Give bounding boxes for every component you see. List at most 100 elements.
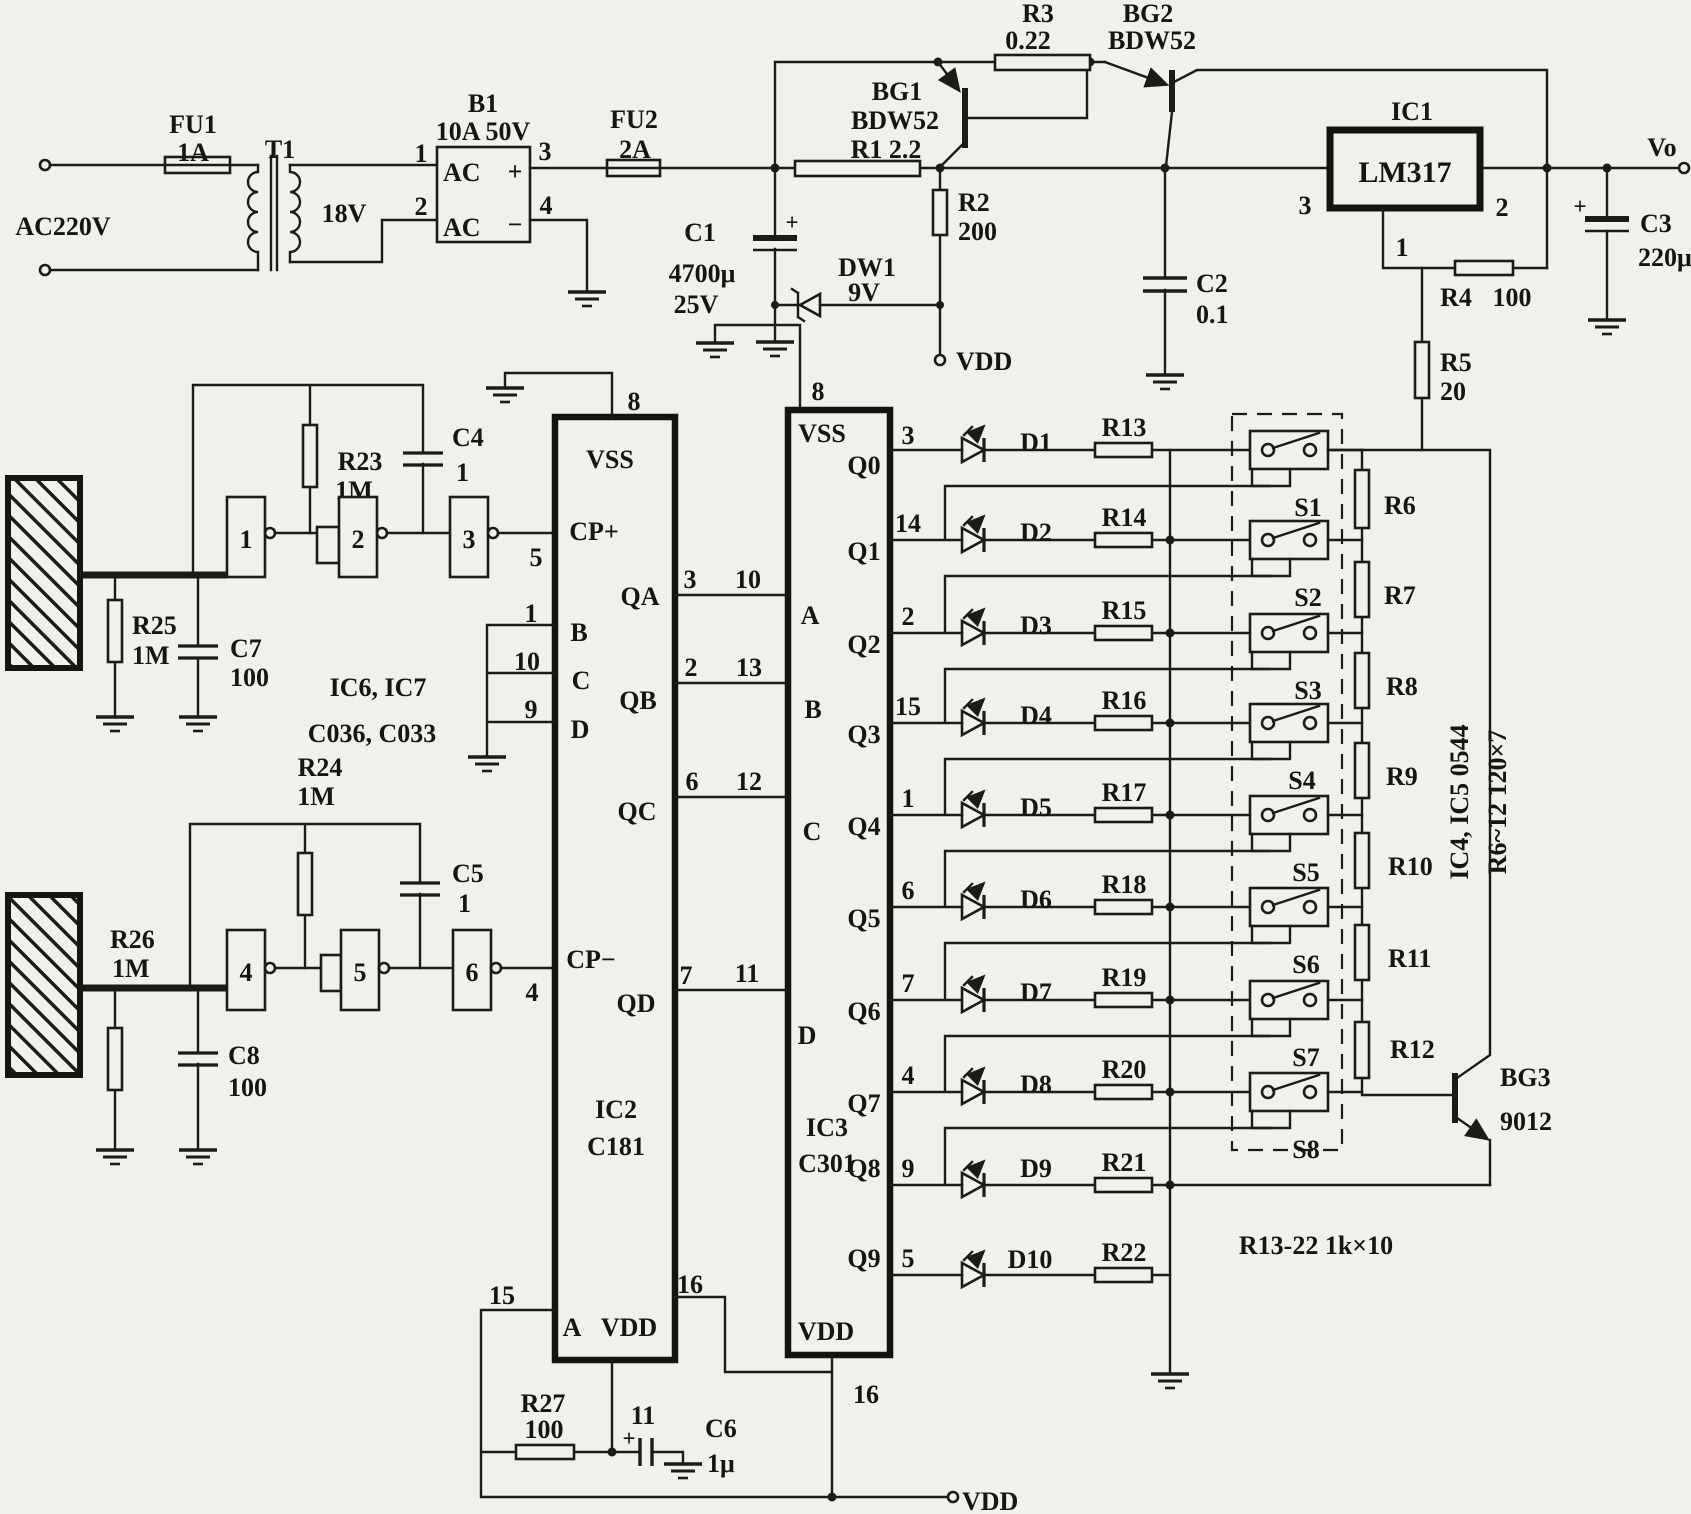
ic45-note: IC4, IC5 0544: [1445, 724, 1474, 879]
r-label: R14: [1102, 503, 1147, 532]
led-row-8: Q7 4 D8 R20: [847, 1034, 1272, 1118]
r-label: R16: [1102, 686, 1147, 715]
gate3-number: 3: [463, 525, 476, 554]
ic-link-wires: 3 10 2 13 6 12 7 11: [673, 565, 790, 992]
r3-label: R3: [1022, 0, 1054, 28]
c3-value: 220μ: [1638, 243, 1691, 272]
ic2-cp-minus: CP−: [566, 945, 615, 974]
vo-label: Vo: [1647, 133, 1676, 162]
r6-12-note: R6~12 120×7: [1483, 730, 1512, 875]
ic2-vdd: VDD: [601, 1313, 657, 1342]
b1-pin1: 1: [415, 139, 428, 168]
switch-bank: S1 S2 S3 S4 S5 S6 S7: [1230, 412, 1364, 1164]
ic3-part: C301: [798, 1149, 856, 1178]
q-label: Q0: [847, 451, 880, 480]
c4-label: C4: [452, 423, 484, 452]
cap-c3: + C3 220μ: [1573, 166, 1691, 336]
led-row-4: Q3 15 D4 R16: [847, 667, 1272, 749]
ic2-pin-c: 10: [514, 647, 540, 676]
ic3-pin16: 16: [853, 1380, 879, 1409]
led-row-10: Q9 5 D10 R22: [847, 1238, 1172, 1290]
fuse-fu2: FU2 2A: [605, 105, 662, 178]
s4-label: S4: [1288, 766, 1315, 795]
c1-plus: +: [785, 210, 798, 235]
rc-network-2: R26 1M C8 100 R24 1M C5 1: [94, 753, 484, 1166]
r12-label: R12: [1390, 1035, 1435, 1064]
c8-value: 100: [228, 1073, 267, 1102]
d-label: D10: [1008, 1245, 1053, 1274]
q-label: Q7: [847, 1089, 880, 1118]
ic2-d: D: [571, 715, 590, 744]
r24-value: 1M: [297, 782, 335, 811]
fu2-value: 2A: [619, 135, 651, 164]
c2-label: C2: [1196, 269, 1228, 298]
b1-minus: −: [508, 210, 523, 239]
resistor-r1: R1 2.2: [793, 135, 922, 178]
r8-label: R8: [1386, 672, 1418, 701]
led-row-7: Q6 7 D7 R19: [847, 941, 1272, 1026]
vdd-tap-label: VDD: [956, 347, 1012, 376]
gate6-number: 6: [466, 958, 479, 987]
c3-label: C3: [1640, 209, 1672, 238]
switch-s4: S4: [1248, 702, 1364, 795]
d-label: D4: [1020, 701, 1052, 730]
r-label: R20: [1102, 1055, 1147, 1084]
c3-plus: +: [1573, 194, 1586, 219]
d-label: D5: [1020, 793, 1052, 822]
q-label: Q2: [847, 630, 880, 659]
led-rows: Q0 3 D1 R13 Q1 14 D2 R14 Q2 2 D3 R15 Q3 …: [847, 413, 1492, 1390]
link-qd-left-pin: 7: [680, 961, 693, 990]
s2-label: S2: [1294, 583, 1321, 612]
c7-value: 100: [230, 663, 269, 692]
ac-input: AC220V: [15, 158, 260, 277]
q-label: Q3: [847, 720, 880, 749]
r2-label: R2: [958, 188, 990, 217]
vo-terminal: [1677, 161, 1691, 175]
fu1-label: FU1: [169, 110, 217, 139]
led-row-2: Q1 14 D2 R14: [847, 484, 1272, 566]
fu1-value: 1A: [177, 138, 209, 167]
ic3-b: B: [804, 695, 821, 724]
ic2-counter: 8 VSS CP+ B C D 1 10 9 QA QB QC QD CP− I…: [466, 371, 679, 1364]
switch-s6: S6: [1248, 886, 1364, 979]
r1-label: R1 2.2: [851, 135, 922, 164]
ic2-c: C: [572, 666, 591, 695]
d-label: D3: [1020, 611, 1052, 640]
switch-s3: S3: [1248, 612, 1364, 705]
s3-label: S3: [1294, 676, 1321, 705]
q-pin: 6: [902, 876, 915, 905]
c1-voltage: 25V: [674, 290, 719, 319]
r25-value: 1M: [132, 641, 170, 670]
c5-value: 1: [458, 889, 471, 918]
r-label: R18: [1102, 870, 1147, 899]
cap-c1: + C1 4700μ 25V: [669, 166, 799, 358]
r2-value: 200: [958, 217, 997, 246]
q-label: Q9: [847, 1244, 880, 1273]
q-pin: 1: [902, 784, 915, 813]
c4-value: 1: [456, 458, 469, 487]
ac-voltage-label: AC220V: [15, 212, 111, 241]
c1-value: 4700μ: [669, 259, 736, 288]
switch-s1: S1: [1248, 429, 1364, 522]
t1-label: T1: [265, 135, 295, 164]
resistor-r2: R2 200 VDD: [931, 166, 1012, 376]
link-qd-right-pin: 11: [735, 959, 760, 988]
ic2-b: B: [570, 618, 587, 647]
gates-row-1: 1 2 3 5: [225, 495, 557, 579]
link-qc-right-pin: 12: [736, 767, 762, 796]
q-label: Q8: [847, 1154, 880, 1183]
bg3-type: 9012: [1500, 1107, 1552, 1136]
ic2-pin-b: 1: [525, 599, 538, 628]
ic3-d: D: [798, 1021, 817, 1050]
gate2-number: 2: [352, 525, 365, 554]
switch-s8: S8: [1248, 1071, 1364, 1164]
vdd-tap-terminal: [933, 353, 947, 367]
ic1-part: LM317: [1358, 156, 1451, 189]
ic2-pin5: 5: [530, 543, 543, 572]
zener-dw1: DW1 9V: [771, 253, 944, 323]
ic1-pin2: 2: [1496, 193, 1509, 222]
r11-label: R11: [1388, 944, 1431, 973]
ic2-qb: QB: [619, 686, 657, 715]
gates-row-2: 4 5 6 4: [225, 928, 557, 1012]
